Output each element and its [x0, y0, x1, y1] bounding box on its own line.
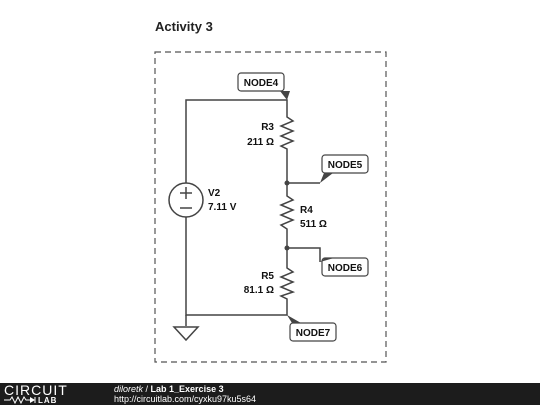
- junction-node6: [284, 245, 290, 251]
- schematic: R3 211 Ω R4 511 Ω R5 81.1 Ω V2 7.11 V NO…: [154, 51, 387, 363]
- circuitlab-logo[interactable]: CIRCUIT LAB: [4, 382, 94, 405]
- r3-value: 211 Ω: [247, 137, 274, 148]
- ground-icon: [172, 326, 200, 342]
- r5-name: R5: [261, 271, 274, 282]
- circuit-title: Lab 1_Exercise 3: [150, 384, 224, 394]
- circuit-wires: [185, 99, 321, 326]
- junction-node5: [284, 180, 290, 186]
- node-label-node6[interactable]: NODE6: [320, 257, 369, 277]
- resistor-r3[interactable]: [279, 114, 295, 153]
- footer-bar: CIRCUIT LAB diloretk / Lab 1_Exercise 3 …: [0, 383, 540, 405]
- node4-text: NODE4: [244, 78, 279, 89]
- resistor-wave-icon: [4, 396, 36, 404]
- r4-name: R4: [300, 205, 313, 216]
- path-separator: /: [143, 384, 151, 394]
- node6-text: NODE6: [328, 263, 363, 274]
- logo-bottom-text: LAB: [38, 396, 58, 405]
- schematic-frame: [154, 51, 387, 363]
- voltage-source-v2[interactable]: [168, 182, 204, 218]
- node-label-node7[interactable]: NODE7: [287, 315, 337, 342]
- logo-top-text: CIRCUIT: [4, 382, 68, 398]
- node-label-node4[interactable]: NODE4: [237, 72, 290, 100]
- circuit-url[interactable]: http://circuitlab.com/cyxku97ku5s64: [114, 394, 257, 404]
- page-title: Activity 3: [155, 19, 213, 34]
- node7-text: NODE7: [296, 328, 331, 339]
- author-name[interactable]: diloretk: [114, 384, 144, 394]
- r4-value: 511 Ω: [300, 219, 327, 230]
- resistor-r4[interactable]: [279, 193, 295, 233]
- r3-name: R3: [261, 122, 274, 133]
- footer-title-line: diloretk / Lab 1_Exercise 3: [114, 384, 224, 394]
- v2-name: V2: [208, 188, 221, 199]
- resistor-r5[interactable]: [279, 265, 296, 301]
- node5-text: NODE5: [328, 160, 363, 171]
- r5-value: 81.1 Ω: [244, 285, 274, 296]
- node-label-node5[interactable]: NODE5: [320, 154, 369, 183]
- v2-value: 7.11 V: [208, 202, 237, 213]
